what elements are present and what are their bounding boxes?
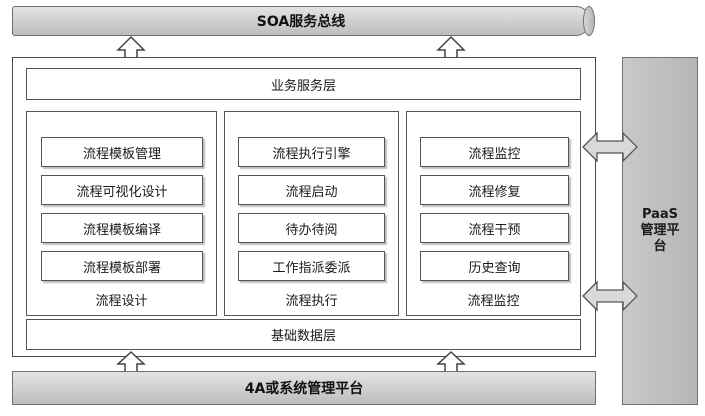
column-process-design: 流程模板管理 流程可视化设计 流程模板编译 流程模板部署 流程设计 bbox=[26, 111, 217, 316]
item-label: 流程修复 bbox=[468, 184, 521, 200]
basic-data-layer-label: 基础数据层 bbox=[270, 329, 336, 344]
item-process-intervene: 流程干预 bbox=[420, 213, 569, 243]
item-todo-toread: 待办待阅 bbox=[238, 213, 385, 243]
item-label: 工作指派委派 bbox=[272, 260, 351, 276]
column-title: 流程执行 bbox=[285, 294, 338, 309]
item-process-execution-engine: 流程执行引擎 bbox=[238, 137, 385, 167]
soa-bus-end-cap bbox=[583, 6, 595, 36]
double-arrow-icon bbox=[582, 280, 638, 312]
business-service-layer-label: 业务服务层 bbox=[270, 78, 336, 94]
column-process-execution: 流程执行引擎 流程启动 待办待阅 工作指派委派 流程执行 bbox=[224, 111, 399, 316]
item-label: 流程可视化设计 bbox=[76, 184, 168, 200]
item-history-query: 历史查询 bbox=[420, 251, 569, 281]
item-process-template-management: 流程模板管理 bbox=[41, 137, 203, 167]
item-label: 流程干预 bbox=[468, 222, 521, 238]
column-title: 流程设计 bbox=[95, 294, 148, 309]
business-service-layer: 业务服务层 bbox=[26, 68, 581, 100]
item-process-template-deploy: 流程模板部署 bbox=[41, 251, 203, 281]
item-label: 流程模板部署 bbox=[82, 260, 161, 276]
column-process-monitoring: 流程监控 流程修复 流程干预 历史查询 流程监控 bbox=[406, 111, 581, 316]
soa-bus-label: SOA服务总线 bbox=[256, 14, 346, 30]
basic-data-layer: 基础数据层 bbox=[26, 319, 581, 350]
item-label: 流程模板编译 bbox=[82, 222, 161, 238]
paas-platform-label: PaaS管理平台 bbox=[640, 207, 680, 254]
item-process-repair: 流程修复 bbox=[420, 175, 569, 205]
item-process-template-compile: 流程模板编译 bbox=[41, 213, 203, 243]
item-label: 流程启动 bbox=[285, 184, 338, 200]
item-process-visual-design: 流程可视化设计 bbox=[41, 175, 203, 205]
soa-bus: SOA服务总线 bbox=[12, 6, 590, 36]
item-process-monitor: 流程监控 bbox=[420, 137, 569, 167]
item-label: 流程监控 bbox=[468, 146, 521, 162]
item-label: 流程执行引擎 bbox=[272, 146, 351, 162]
item-label: 待办待阅 bbox=[285, 222, 338, 238]
item-label: 流程模板管理 bbox=[82, 146, 161, 162]
item-label: 历史查询 bbox=[468, 260, 521, 276]
bottom-platform-label: 4A或系统管理平台 bbox=[244, 381, 364, 397]
double-arrow-icon bbox=[582, 131, 638, 163]
paas-platform: PaaS管理平台 bbox=[622, 57, 698, 405]
bottom-platform: 4A或系统管理平台 bbox=[12, 371, 596, 405]
column-title: 流程监控 bbox=[467, 294, 520, 309]
item-process-start: 流程启动 bbox=[238, 175, 385, 205]
item-work-assign-delegate: 工作指派委派 bbox=[238, 251, 385, 281]
